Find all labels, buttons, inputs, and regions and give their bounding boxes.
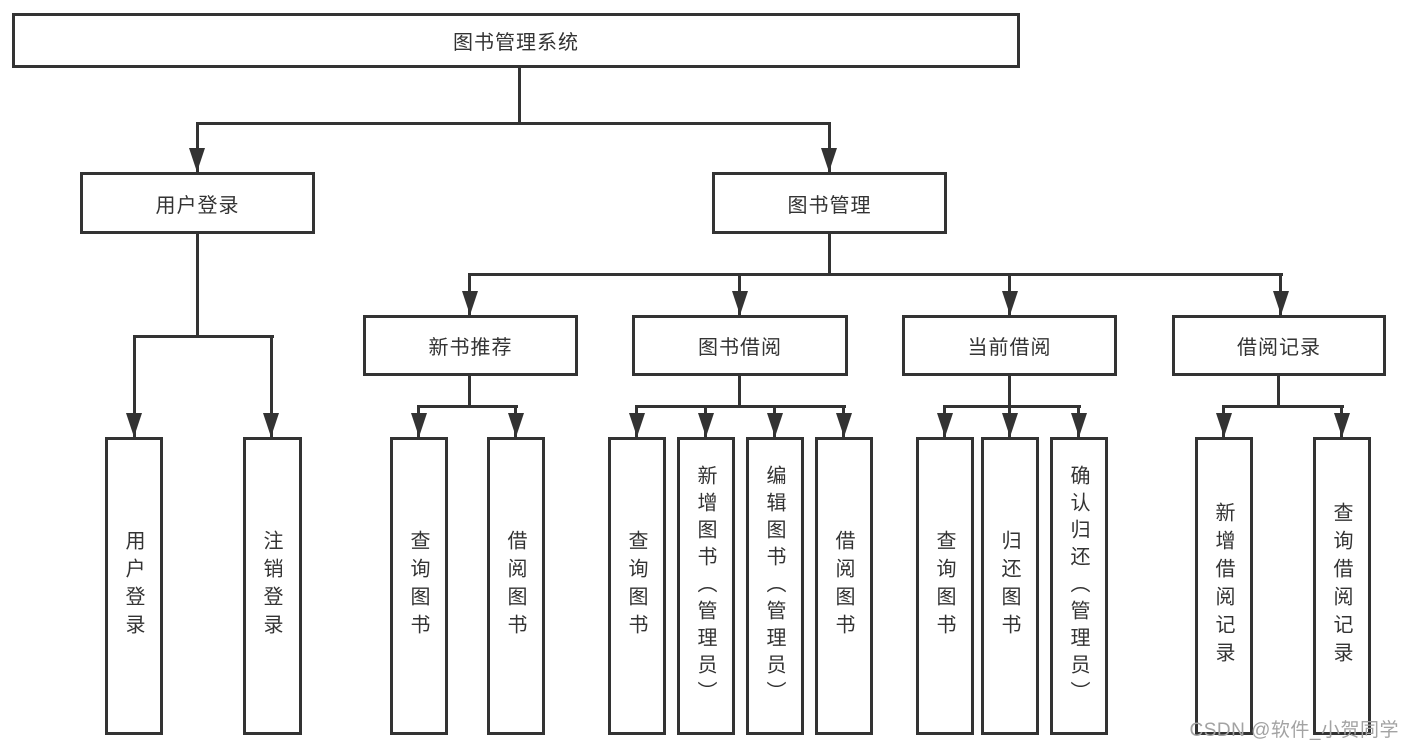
connector-to-leaf-logout xyxy=(270,335,273,437)
leaf-user-login: 用户登录 xyxy=(105,437,163,735)
arrowhead-down-icon xyxy=(937,413,953,437)
arrowhead-down-icon xyxy=(1071,413,1087,437)
connector-currentborrow-stem xyxy=(1008,376,1011,405)
arrowhead-down-icon xyxy=(767,413,783,437)
leaf-current-confirm-return-admin: 确认归还（管理员） xyxy=(1050,437,1108,735)
node-book-borrow: 图书借阅 xyxy=(632,315,848,376)
arrowhead-down-icon xyxy=(1002,413,1018,437)
connector-to-leaf-user-login xyxy=(133,335,136,437)
arrowhead-down-icon xyxy=(698,413,714,437)
connector-currentborrow-bar xyxy=(944,405,1081,408)
leaf-logout: 注销登录 xyxy=(243,437,302,735)
connector-bookborrow-bar xyxy=(636,405,846,408)
watermark: CSDN @软件_小贺同学 xyxy=(1189,720,1399,741)
arrowhead-down-icon xyxy=(1216,413,1232,437)
arrowhead-down-icon xyxy=(126,413,142,437)
connector-newbook-bar xyxy=(418,405,518,408)
arrowhead-down-icon xyxy=(462,291,478,315)
node-root: 图书管理系统 xyxy=(12,13,1020,68)
leaf-borrow-query-books: 查询图书 xyxy=(608,437,666,735)
arrowhead-down-icon xyxy=(189,148,205,172)
connector-records-stem xyxy=(1277,376,1280,405)
leaf-records-query-record: 查询借阅记录 xyxy=(1313,437,1371,735)
arrowhead-down-icon xyxy=(821,148,837,172)
leaf-borrow-edit-books-admin: 编辑图书（管理员） xyxy=(746,437,804,735)
connector-userlogin-bar xyxy=(133,335,274,338)
leaf-records-add-record: 新增借阅记录 xyxy=(1195,437,1253,735)
node-book-management: 图书管理 xyxy=(712,172,947,234)
node-current-borrow: 当前借阅 xyxy=(902,315,1117,376)
leaf-borrow-add-books-admin: 新增图书（管理员） xyxy=(677,437,735,735)
connector-records-bar xyxy=(1223,405,1344,408)
arrowhead-down-icon xyxy=(732,291,748,315)
arrowhead-down-icon xyxy=(411,413,427,437)
leaf-borrow-borrow-books: 借阅图书 xyxy=(815,437,873,735)
connector-to-user-login xyxy=(196,122,199,172)
arrowhead-down-icon xyxy=(629,413,645,437)
leaf-newbook-borrow-books: 借阅图书 xyxy=(487,437,545,735)
arrowhead-down-icon xyxy=(1002,291,1018,315)
connector-to-book-management xyxy=(828,122,831,172)
leaf-current-return-books: 归还图书 xyxy=(981,437,1039,735)
leaf-current-query-books: 查询图书 xyxy=(916,437,974,735)
connector-newbook-stem xyxy=(468,376,471,405)
node-new-book-recommend: 新书推荐 xyxy=(363,315,578,376)
connector-bookmgmt-bar xyxy=(469,273,1283,276)
arrowhead-down-icon xyxy=(508,413,524,437)
connector-bookmgmt-stem xyxy=(828,234,831,273)
connector-userlogin-stem xyxy=(196,234,199,335)
connector-bookborrow-stem xyxy=(738,376,741,405)
node-user-login: 用户登录 xyxy=(80,172,315,234)
connector-root-bar xyxy=(196,122,831,125)
node-borrow-records: 借阅记录 xyxy=(1172,315,1386,376)
arrowhead-down-icon xyxy=(263,413,279,437)
arrowhead-down-icon xyxy=(1334,413,1350,437)
connector-root-stem xyxy=(518,68,521,122)
arrowhead-down-icon xyxy=(836,413,852,437)
arrowhead-down-icon xyxy=(1273,291,1289,315)
leaf-newbook-query-books: 查询图书 xyxy=(390,437,448,735)
